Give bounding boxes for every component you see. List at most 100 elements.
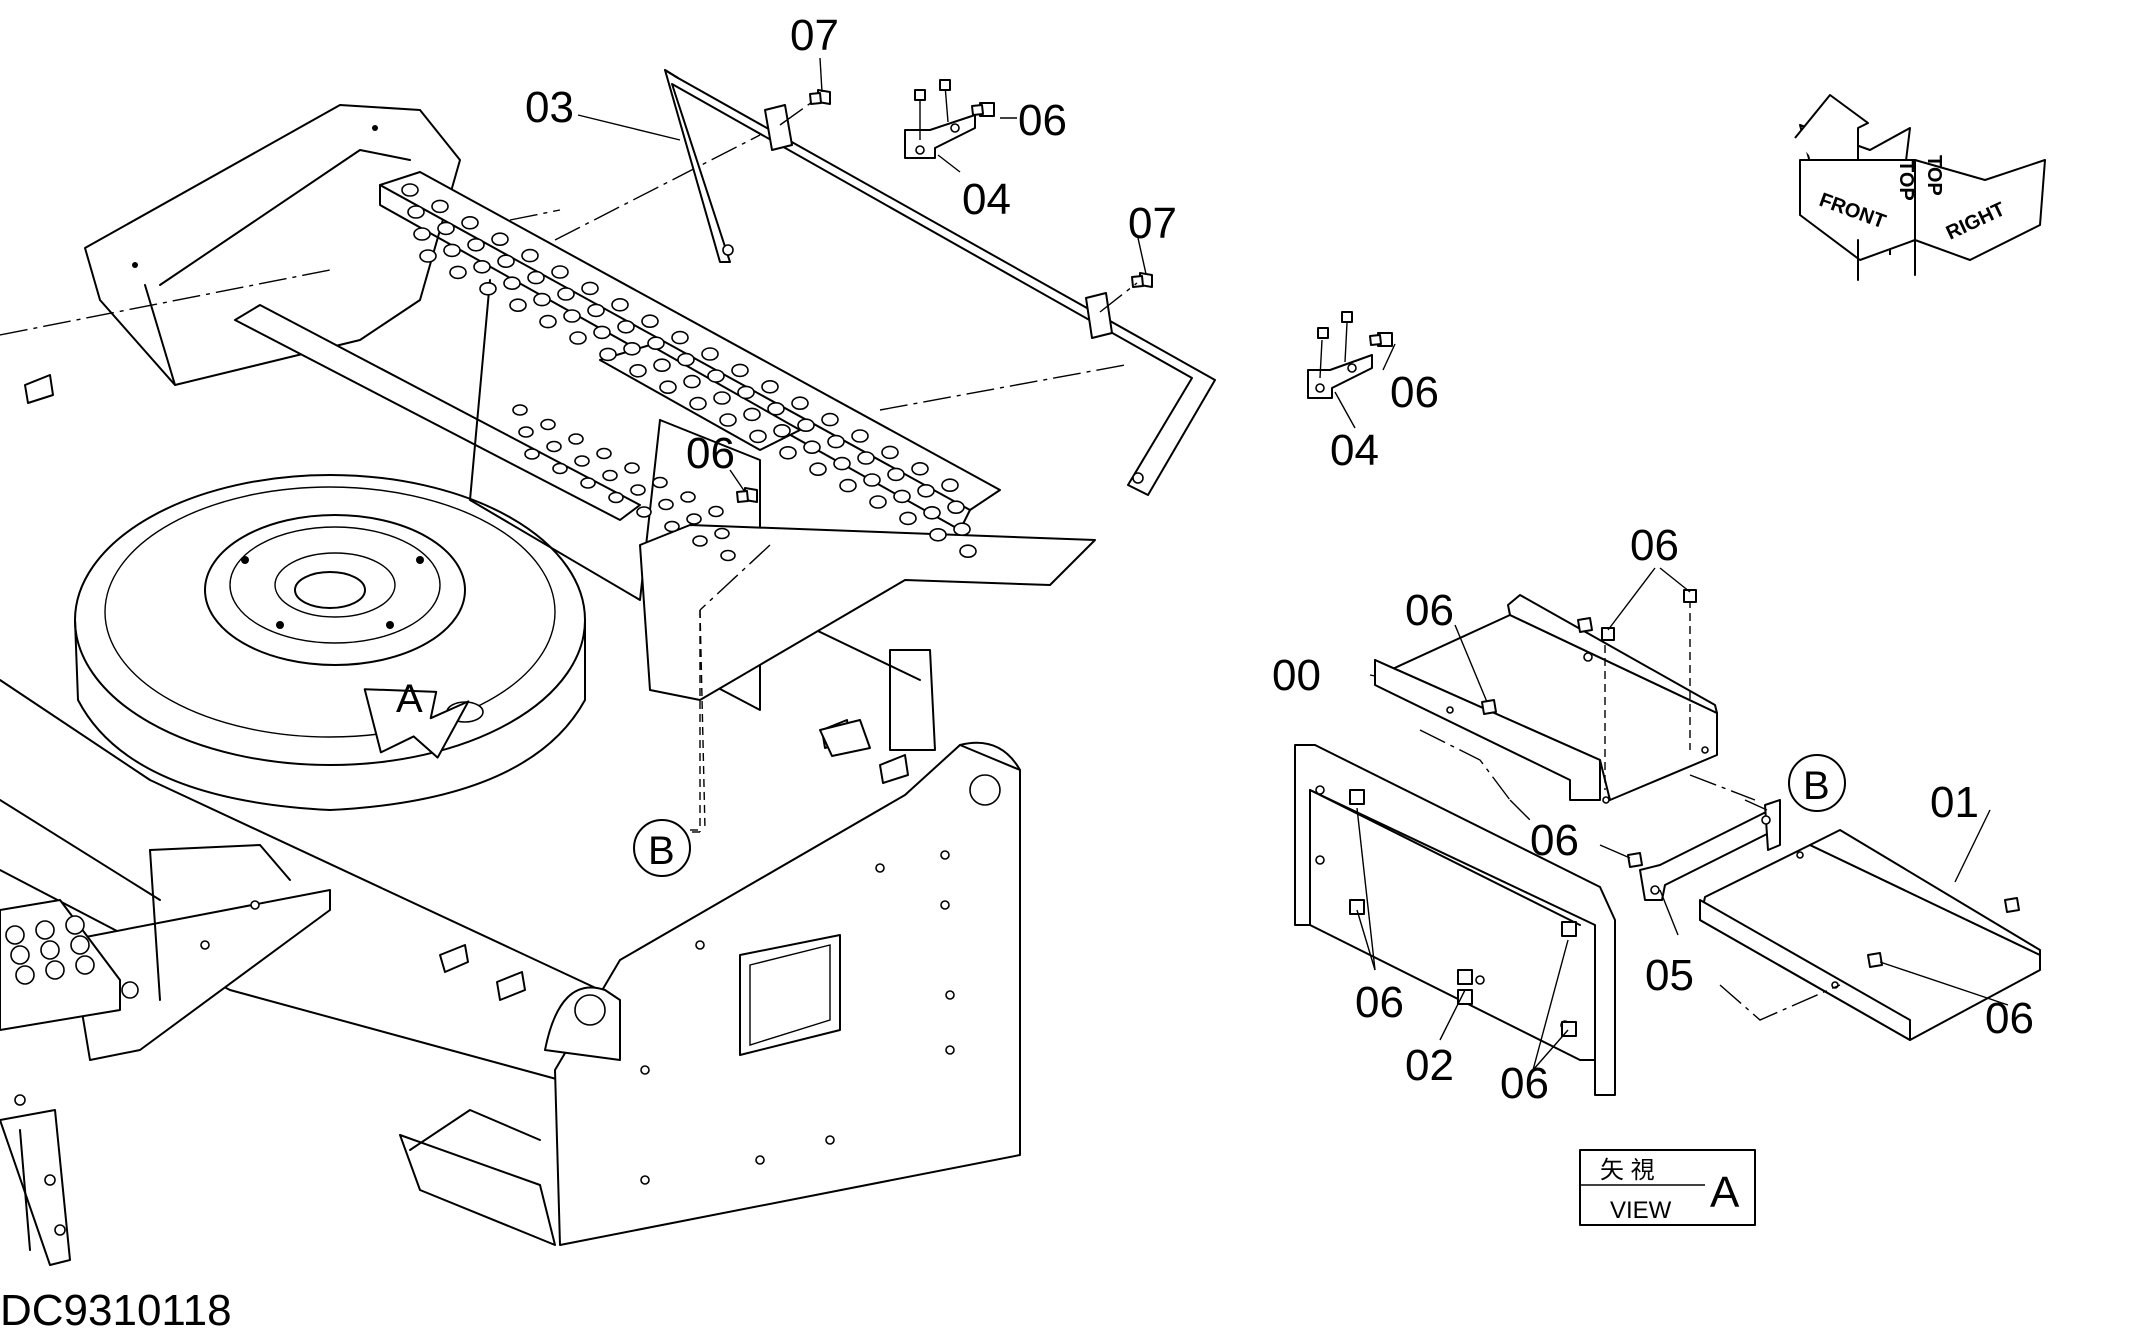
view-b-marker-main: B — [633, 610, 701, 877]
perforation-hole — [617, 319, 635, 334]
perforation-hole — [431, 199, 449, 214]
perforation-hole — [692, 535, 708, 547]
perforation-hole — [587, 303, 605, 318]
perforation-hole — [641, 314, 659, 329]
perforation-hole — [557, 287, 575, 301]
perforation-hole — [887, 467, 905, 482]
part-label-07-right: 07 — [1128, 199, 1177, 248]
perforation-hole — [467, 238, 485, 252]
perforation-hole — [686, 513, 702, 525]
part-label-06-detail-mid: 06 — [1530, 816, 1579, 865]
perforation-hole — [524, 448, 540, 460]
perforation-hole — [917, 483, 935, 498]
perforation-hole — [720, 549, 736, 562]
perforation-hole — [574, 455, 590, 467]
orient-top-left: TOP — [1895, 160, 1917, 201]
perforation-hole — [923, 505, 941, 520]
part-label-06-detail-left: 06 — [1405, 586, 1454, 635]
perforation-hole — [539, 314, 557, 329]
perforation-hole — [413, 227, 431, 241]
perforation-hole — [863, 473, 881, 487]
perforation-hole — [521, 248, 539, 263]
perforation-hole — [407, 205, 425, 219]
perforation-hole — [737, 385, 755, 400]
perforation-hole — [647, 336, 665, 351]
perforation-hole — [803, 440, 821, 455]
perforation-hole — [911, 461, 929, 476]
view-a-box: 矢 視 VIEW A — [1579, 1149, 1756, 1226]
part-label-06-top: 06 — [1018, 96, 1067, 145]
perforation-hole — [713, 391, 731, 405]
perforation-hole — [881, 445, 899, 460]
perforation-hole — [624, 462, 640, 474]
perforation-hole — [689, 396, 707, 411]
perforation-hole — [719, 413, 737, 427]
perforation-hole — [779, 445, 797, 460]
part-label-06-right: 06 — [1390, 368, 1439, 417]
perforation-hole — [527, 270, 545, 285]
perforation-hole — [851, 429, 869, 443]
upper-frame-body — [0, 104, 601, 1081]
perforation-hole — [611, 297, 629, 312]
perforation-hole — [608, 491, 624, 504]
perforation-hole — [809, 462, 827, 477]
part-label-04-right: 04 — [1330, 426, 1379, 475]
part-label-06-detail-lower-left: 06 — [1355, 978, 1404, 1027]
perforation-hole — [658, 498, 674, 511]
perforation-hole — [833, 456, 851, 471]
part-label-07-top: 07 — [790, 11, 839, 60]
perforation-hole — [540, 418, 556, 431]
perforation-hole — [827, 434, 845, 449]
step-perforations — [401, 183, 977, 562]
perforation-hole — [419, 249, 437, 263]
perforation-hole — [401, 183, 419, 197]
part-label-05: 05 — [1645, 951, 1694, 1000]
perforation-hole — [581, 281, 599, 296]
perforation-hole — [473, 259, 491, 274]
perforation-hole — [563, 309, 581, 323]
perforation-hole — [701, 347, 719, 361]
view-a-arrow-letter: A — [396, 677, 423, 721]
part-label-02: 02 — [1405, 1041, 1454, 1090]
perforation-hole — [509, 298, 527, 313]
cover-plate-03 — [664, 69, 1216, 496]
part-label-06-detail-bottom: 06 — [1500, 1059, 1549, 1108]
perforation-hole — [546, 440, 562, 453]
bolt-07-top — [779, 89, 831, 126]
perforation-hole — [449, 265, 467, 280]
perforation-hole — [743, 407, 761, 422]
perforation-hole — [630, 484, 646, 496]
lower-left-step — [0, 844, 331, 1266]
perforation-hole — [443, 243, 461, 258]
main-frame-body — [24, 374, 1021, 1246]
perforation-hole — [479, 281, 497, 296]
view-b-letter-detail: B — [1803, 764, 1830, 808]
perforation-hole — [491, 232, 509, 246]
perforation-hole — [869, 495, 887, 509]
perforation-hole — [761, 379, 779, 394]
perforation-hole — [857, 451, 875, 465]
part-label-06-step: 06 — [686, 429, 735, 478]
view-box-kanji: 矢 視 — [1600, 1157, 1655, 1184]
leader-lines — [577, 57, 2009, 1071]
part-label-04-top: 04 — [962, 175, 1011, 224]
perforation-hole — [659, 380, 677, 395]
perforation-hole — [599, 347, 617, 362]
bracket-04-top — [904, 79, 995, 159]
part-labels: 03 07 06 04 07 06 04 06 00 06 06 06 01 0… — [525, 11, 2034, 1108]
perforation-hole — [707, 369, 725, 383]
bolt-07-right — [1099, 272, 1153, 313]
perforation-hole — [893, 489, 911, 504]
perforation-hole — [568, 433, 584, 445]
perforation-hole — [552, 462, 568, 475]
perforation-hole — [596, 447, 612, 460]
view-b-marker-detail: B — [1788, 754, 1846, 812]
perforation-hole — [680, 491, 696, 503]
bolt-06-step — [736, 487, 758, 503]
perforation-hole — [503, 276, 521, 291]
view-b-letter-main: B — [648, 829, 675, 873]
perforation-hole — [602, 469, 618, 482]
part-label-00: 00 — [1272, 651, 1321, 700]
orient-top-right: TOP — [1923, 155, 1945, 196]
